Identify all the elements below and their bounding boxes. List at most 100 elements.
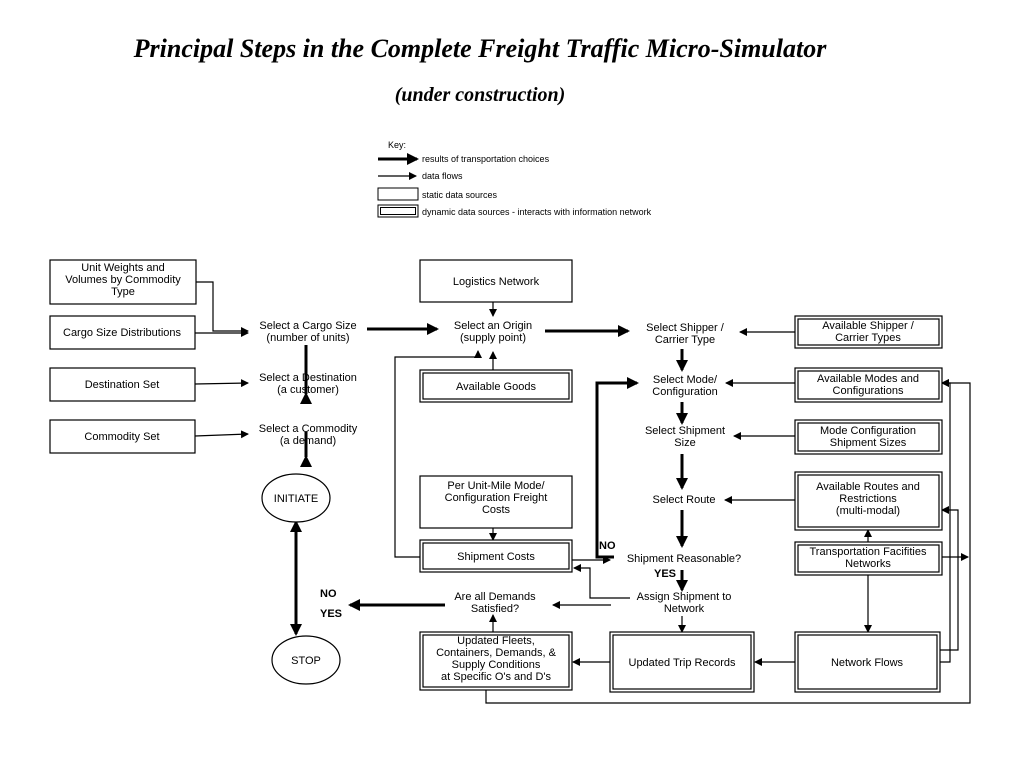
box-per-unit-mile-costs-line: Per Unit-Mile Mode/: [447, 480, 545, 492]
node-select-cargo-size-line: (number of units): [266, 332, 349, 344]
box-updated-fleets-line: Supply Conditions: [452, 659, 541, 671]
box-shipment-costs: Shipment Costs: [457, 551, 535, 563]
page-title: Principal Steps in the Complete Freight …: [133, 34, 827, 63]
node-select-cargo-size: Select a Cargo Size(number of units): [259, 320, 356, 344]
key-dynamic: dynamic data sources - interacts with in…: [422, 207, 652, 217]
box-available-shipper-types-line: Available Shipper /: [822, 320, 914, 332]
node-stop-label: STOP: [291, 655, 321, 667]
node-select-shipper-line: Carrier Type: [655, 334, 715, 346]
box-available-modes-line: Configurations: [833, 385, 904, 397]
node-assign-shipment-line: Assign Shipment to: [637, 591, 732, 603]
node-assign-shipment-line: Network: [664, 603, 705, 615]
label-no-reasonable: NO: [599, 540, 616, 552]
box-logistics-network-line: Logistics Network: [453, 276, 540, 288]
node-select-shipper-line: Select Shipper /: [646, 322, 725, 334]
node-select-mode-line: Configuration: [652, 386, 717, 398]
label-yes-reasonable: YES: [654, 568, 676, 580]
box-updated-fleets: Updated Fleets,Containers, Demands, &Sup…: [436, 635, 556, 683]
key-heading: Key:: [388, 140, 406, 150]
box-mode-config-sizes-line: Mode Configuration: [820, 425, 916, 437]
box-destination-set-line: Destination Set: [85, 379, 160, 391]
node-select-commodity-line: (a demand): [280, 435, 336, 447]
connectors: [194, 281, 971, 704]
box-available-routes-line: (multi-modal): [836, 505, 900, 517]
label-yes-demands: YES: [320, 608, 342, 620]
box-available-shipper-types-line: Carrier Types: [835, 332, 901, 344]
box-available-routes-line: Restrictions: [839, 493, 897, 505]
box-available-goods-line: Available Goods: [456, 381, 536, 393]
dynamic-boxes: [419, 315, 943, 693]
box-cargo-size-distributions: Cargo Size Distributions: [63, 327, 181, 339]
box-commodity-set-line: Commodity Set: [84, 431, 159, 443]
box-unit-weights-line: Volumes by Commodity: [65, 274, 181, 286]
node-initiate-label-line: INITIATE: [274, 493, 318, 505]
box-logistics-network: Logistics Network: [453, 276, 540, 288]
node-select-destination-line: (a customer): [277, 384, 339, 396]
legend-key: Key: results of transportation choices d…: [377, 140, 652, 218]
box-network-flows: Network Flows: [831, 657, 904, 669]
node-shipment-reasonable-line: Shipment Reasonable?: [627, 553, 741, 565]
box-available-shipper-types: Available Shipper /Carrier Types: [822, 320, 914, 344]
node-select-origin-line: (supply point): [460, 332, 526, 344]
box-transportation-facilities-line: Networks: [845, 558, 891, 570]
box-updated-trip-records: Updated Trip Records: [629, 657, 736, 669]
node-select-commodity: Select a Commodity(a demand): [259, 423, 358, 447]
initiate-node: [261, 473, 331, 523]
box-updated-fleets-line: Updated Fleets,: [457, 635, 535, 647]
page-subtitle: (under construction): [394, 84, 566, 106]
box-network-flows-line: Network Flows: [831, 657, 904, 669]
box-available-routes-line: Available Routes and: [816, 481, 920, 493]
node-initiate-label: INITIATE: [274, 493, 318, 505]
node-select-shipment-size-line: Select Shipment: [645, 425, 725, 437]
box-unit-weights-line: Unit Weights and: [81, 262, 165, 274]
bold-flows: [290, 323, 688, 636]
key-static: static data sources: [422, 190, 498, 200]
box-per-unit-mile-costs-line: Configuration Freight: [445, 492, 548, 504]
key-results: results of transportation choices: [422, 154, 550, 164]
box-commodity-set: Commodity Set: [84, 431, 159, 443]
node-select-route: Select Route: [653, 494, 716, 506]
box-transportation-facilities-line: Transportation Facifities: [810, 546, 927, 558]
box-available-modes-line: Available Modes and: [817, 373, 919, 385]
box-per-unit-mile-costs-line: Costs: [482, 504, 511, 516]
node-select-origin: Select an Origin(supply point): [454, 320, 532, 344]
node-select-destination: Select a Destination(a customer): [259, 372, 357, 396]
node-all-demands-satisfied-line: Are all Demands: [454, 591, 536, 603]
box-updated-fleets-line: at Specific O's and D's: [441, 671, 551, 683]
node-stop-label-line: STOP: [291, 655, 321, 667]
node-select-commodity-line: Select a Commodity: [259, 423, 358, 435]
static-boxes: [49, 259, 573, 529]
stop-node: [271, 635, 341, 685]
box-per-unit-mile-costs: Per Unit-Mile Mode/Configuration Freight…: [445, 480, 548, 516]
box-cargo-size-distributions-line: Cargo Size Distributions: [63, 327, 181, 339]
key-dynamic-box-outer: [377, 204, 419, 218]
box-updated-fleets-line: Containers, Demands, &: [436, 647, 556, 659]
key-static-box: [377, 187, 419, 201]
node-select-shipment-size-line: Size: [674, 437, 695, 449]
node-all-demands-satisfied-line: Satisfied?: [471, 603, 519, 615]
node-select-destination-line: Select a Destination: [259, 372, 357, 384]
node-select-shipper: Select Shipper /Carrier Type: [646, 322, 725, 346]
box-unit-weights-line: Type: [111, 286, 135, 298]
box-updated-trip-records-line: Updated Trip Records: [629, 657, 736, 669]
node-select-mode-line: Select Mode/: [653, 374, 718, 386]
node-select-mode: Select Mode/Configuration: [652, 374, 718, 398]
node-select-cargo-size-line: Select a Cargo Size: [259, 320, 356, 332]
box-destination-set: Destination Set: [85, 379, 160, 391]
box-available-goods: Available Goods: [456, 381, 536, 393]
node-select-route-line: Select Route: [653, 494, 716, 506]
box-shipment-costs-line: Shipment Costs: [457, 551, 535, 563]
key-dynamic-box-inner: [380, 207, 416, 215]
node-shipment-reasonable: Shipment Reasonable?: [627, 553, 741, 565]
label-no-demands: NO: [320, 588, 337, 600]
box-mode-config-sizes-line: Shipment Sizes: [830, 437, 907, 449]
